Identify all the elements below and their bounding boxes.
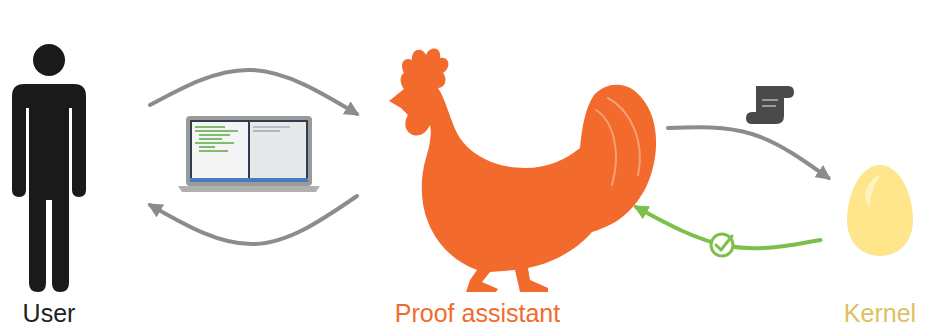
editor-pane (192, 122, 248, 180)
user-figure: User (2, 40, 96, 328)
egg-figure: Kernel (839, 160, 922, 328)
check-icon (711, 234, 733, 256)
flow-arrow (150, 196, 357, 244)
tail-feather-line (608, 98, 640, 175)
body-shape (12, 84, 86, 292)
tail-feather-line (596, 110, 616, 185)
head-shape (33, 44, 65, 76)
rooster-figure: Proof assistant (383, 30, 660, 328)
laptop-screen (190, 120, 308, 182)
egg-highlight (865, 176, 880, 206)
flow-arrow (150, 70, 357, 114)
code-lines (195, 127, 238, 151)
user-figure-outline (2, 40, 96, 298)
scroll-icon (746, 86, 794, 124)
component-label: Proof assistant (339, 298, 616, 328)
status-bar (190, 178, 308, 182)
component-label: Kernel (839, 298, 922, 328)
egg-figure-outline (840, 160, 920, 260)
goal-lines (253, 127, 290, 131)
output-pane (250, 122, 306, 180)
flow-arrow (668, 127, 829, 178)
laptop-icon (178, 116, 320, 192)
laptop-lid (186, 116, 312, 186)
actor-label: User (2, 298, 96, 328)
egg-shape (847, 165, 913, 256)
rooster-shape (389, 49, 656, 292)
rooster-figure-outline (383, 30, 660, 298)
laptop-base (178, 186, 320, 192)
